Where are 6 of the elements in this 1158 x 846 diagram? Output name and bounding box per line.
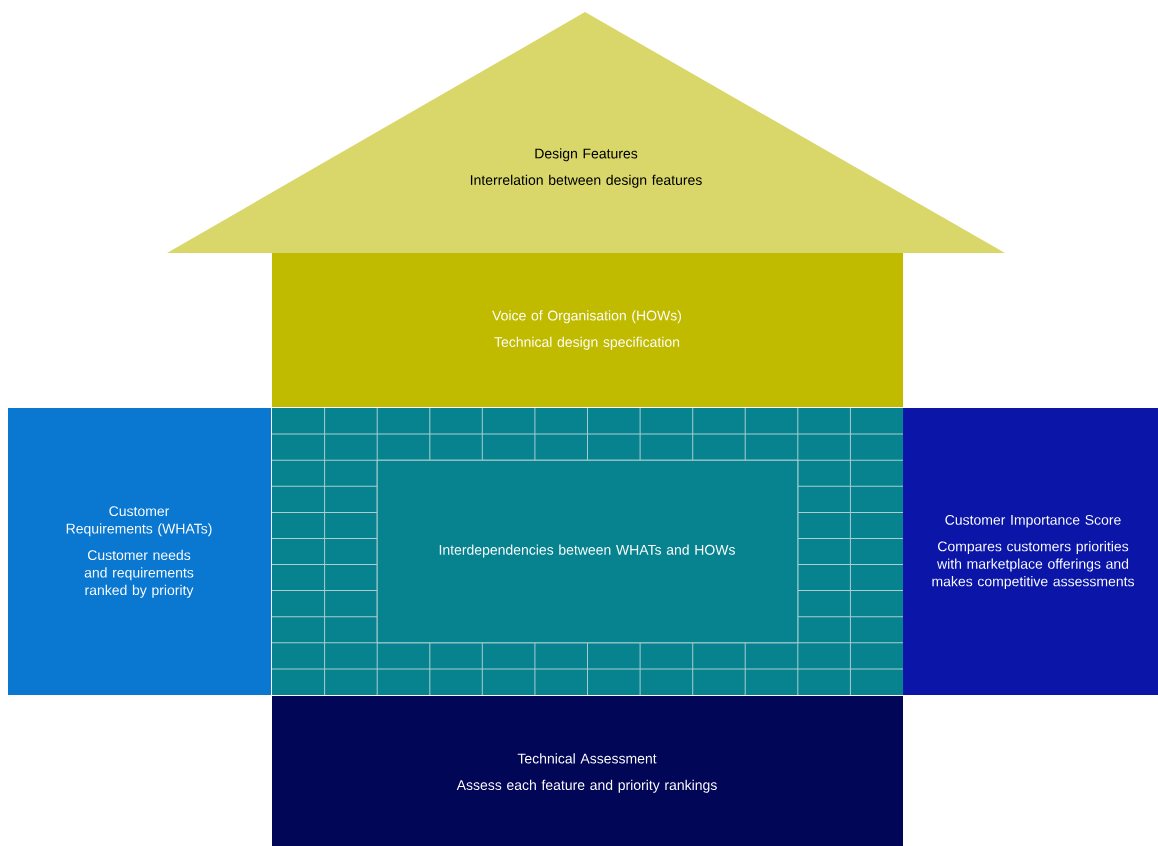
relationship-matrix: Interdependencies between WHATs and HOWs xyxy=(271,407,904,696)
roof-triangle: Design Features Interrelation between design features xyxy=(167,12,1005,253)
assessment-box: Technical Assessment Assess each feature and priority rankings xyxy=(272,696,903,846)
whats-box: Customer Requirements (WHATs) Customer needs and requirements ranked by priority xyxy=(8,408,271,695)
importance-box: Customer Importance Score Compares customers priorities with marketplace offerings and makes competitive assessments xyxy=(903,408,1158,695)
hows-box: Voice of Organisation (HOWs) Technical design specification xyxy=(272,253,903,407)
